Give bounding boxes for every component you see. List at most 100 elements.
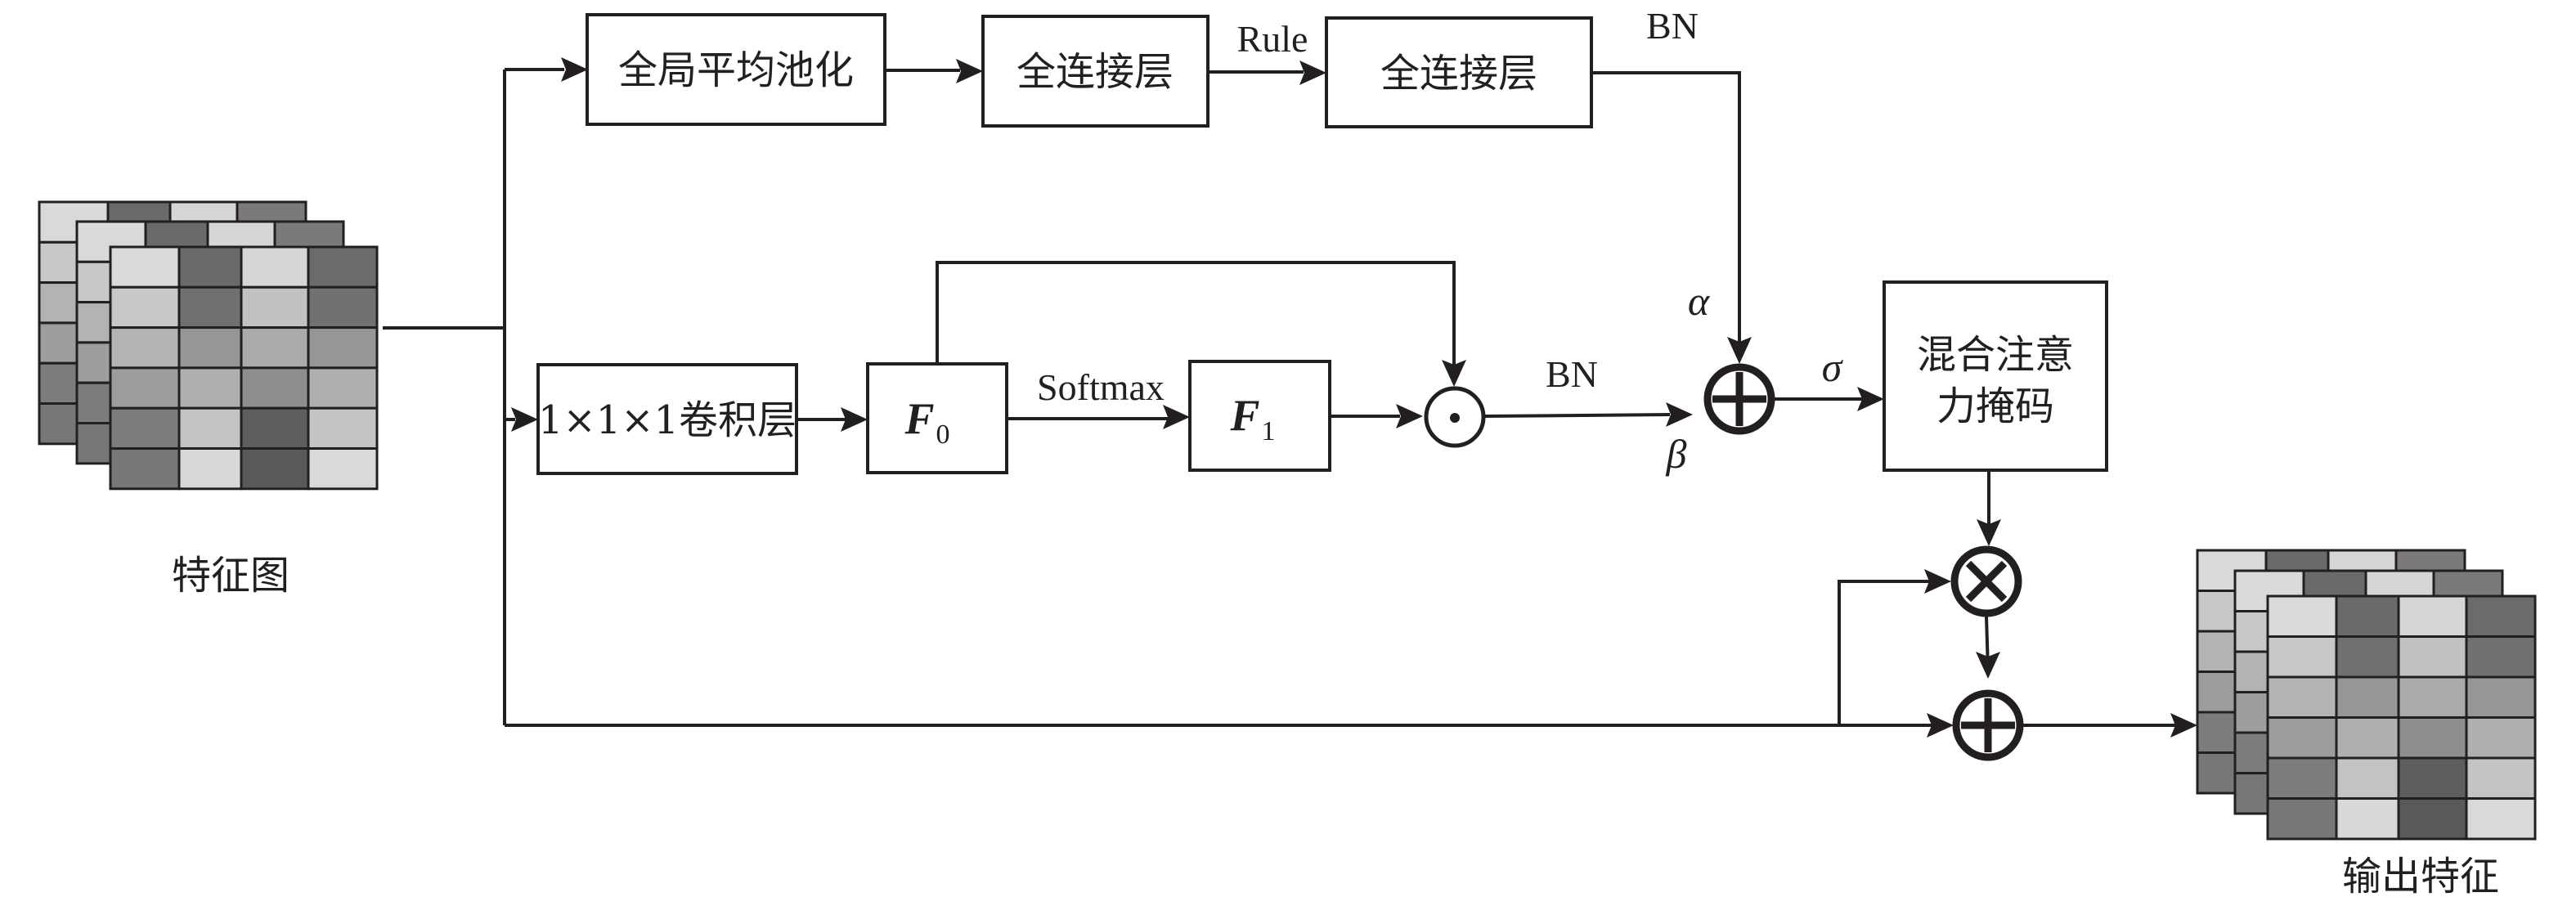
dot-icon: [1450, 413, 1460, 423]
feature-cell: [109, 285, 181, 330]
feature-cell: [2465, 756, 2537, 800]
feature-cell: [2465, 635, 2537, 679]
output-feature-map: [2196, 549, 2537, 841]
attention-mask-label-line2: 力掩码: [1936, 383, 2054, 429]
feature-cell: [2335, 797, 2400, 841]
feature-cell: [2335, 716, 2400, 760]
conv-block: 1×1×1卷积层: [536, 363, 798, 475]
feature-cell: [2335, 635, 2400, 679]
feature-cell: [2465, 594, 2537, 638]
feature-cell: [240, 245, 310, 289]
softmax-label: Softmax: [1037, 366, 1165, 408]
feature-cell: [2397, 797, 2468, 841]
input-feature-map-label: 特征图: [172, 553, 289, 599]
feature-cell: [307, 447, 379, 491]
arrowhead: [1977, 519, 2001, 546]
arrowhead: [1727, 337, 1752, 364]
arrowhead: [956, 59, 983, 83]
feature-cell: [177, 245, 243, 289]
fc2-block-label: 全连接层: [1380, 51, 1537, 96]
feature-cell: [307, 326, 379, 370]
arrowhead: [1299, 61, 1326, 85]
feature-cell: [2266, 675, 2338, 719]
feature-cell: [109, 366, 181, 410]
feature-layer-front: [2266, 594, 2537, 841]
feature-cell: [2397, 675, 2468, 719]
feature-cell: [2397, 635, 2468, 679]
f1-block-label: F1: [1229, 391, 1275, 446]
feature-cell: [2335, 675, 2400, 719]
feature-cell: [2397, 716, 2468, 760]
hadamard-product-node: [1424, 386, 1486, 448]
feature-cell: [109, 326, 181, 370]
feature-cell: [177, 326, 243, 370]
sum-node-bottom: [1952, 689, 2024, 761]
feature-cell: [2465, 716, 2537, 760]
feature-cell: [240, 326, 310, 370]
arrowhead: [1442, 360, 1466, 387]
feature-cell: [307, 366, 379, 410]
arrowhead: [1396, 404, 1423, 428]
arrowhead: [841, 407, 868, 432]
f0-block-label: F0: [904, 394, 949, 450]
fc2-block: 全连接层: [1325, 16, 1593, 128]
wire-fc2-to-sum: [1591, 71, 1741, 343]
conv-block-label: 1×1×1卷积层: [538, 397, 797, 443]
wire-hadamard-to-sum: [1484, 413, 1671, 418]
arrowhead: [1924, 569, 1951, 594]
feature-cell: [2465, 675, 2537, 719]
feature-cell: [2266, 797, 2338, 841]
feature-cell: [2266, 756, 2338, 800]
f1-block: F1: [1188, 360, 1331, 472]
bn-label-mid: BN: [1546, 353, 1598, 395]
arrowhead: [1163, 405, 1190, 429]
sum-node-top: [1703, 363, 1775, 435]
gap-block-label: 全局平均池化: [618, 47, 854, 93]
attention-mask-block: 混合注意 力掩码: [1883, 280, 2108, 472]
feature-cell: [177, 285, 243, 330]
feature-cell: [2397, 594, 2468, 638]
arrowhead: [1666, 402, 1693, 427]
feature-cell: [240, 406, 310, 451]
feature-cell: [240, 366, 310, 410]
feature-cell: [2335, 756, 2400, 800]
arrowhead: [1927, 713, 1954, 738]
feature-cell: [2266, 716, 2338, 760]
arrowhead: [1857, 387, 1884, 411]
wire-branch-to-multiply: [1838, 580, 1929, 725]
feature-cell: [240, 285, 310, 330]
fc1-block-label: 全连接层: [1016, 49, 1174, 95]
feature-cell: [109, 447, 181, 491]
feature-cell: [307, 245, 379, 289]
output-feature-map-label: 输出特征: [2342, 854, 2499, 899]
feature-cell: [2335, 594, 2400, 638]
feature-cell: [240, 447, 310, 491]
beta-label: β: [1666, 431, 1687, 477]
feature-cell: [109, 245, 181, 289]
feature-cell: [177, 406, 243, 451]
bn-label-top: BN: [1646, 5, 1699, 47]
fc1-block: 全连接层: [981, 15, 1209, 128]
arrowhead: [511, 407, 538, 432]
rule-label: Rule: [1237, 18, 1308, 60]
feature-cell: [109, 406, 181, 451]
multiply-node: [1950, 545, 2022, 617]
feature-cell: [177, 447, 243, 491]
sigma-label: σ: [1822, 344, 1844, 390]
arrowhead: [561, 57, 588, 82]
feature-cell: [177, 366, 243, 410]
feature-cell: [2465, 797, 2537, 841]
feature-layer-front: [109, 245, 379, 491]
arrowhead: [2170, 713, 2197, 738]
f0-block: F0: [866, 362, 1008, 474]
feature-cell: [2266, 594, 2338, 638]
feature-cell: [307, 285, 379, 330]
feature-cell: [2266, 635, 2338, 679]
arrowhead: [1976, 652, 2000, 679]
feature-cell: [307, 406, 379, 451]
attention-mask-label-line1: 混合注意: [1917, 332, 2074, 378]
alpha-label: α: [1688, 278, 1711, 324]
gap-block: 全局平均池化: [586, 13, 886, 126]
wire-f0-skip: [936, 261, 1456, 366]
